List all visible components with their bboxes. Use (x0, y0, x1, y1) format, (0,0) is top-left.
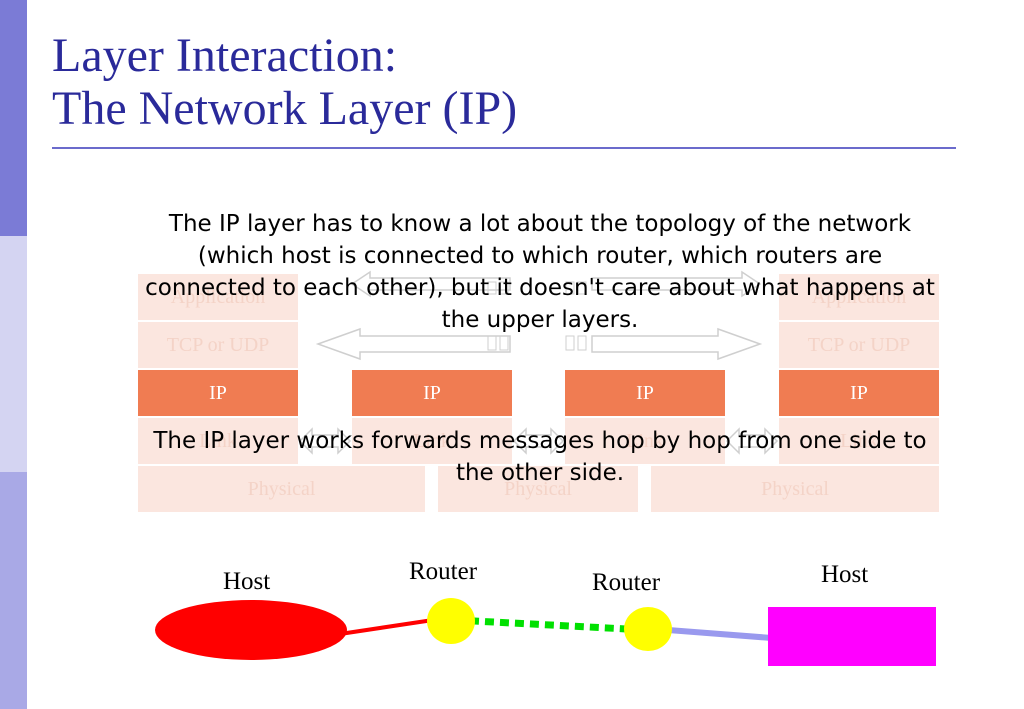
right-host-ip-box: IP (779, 370, 939, 416)
application-arrow-left (350, 270, 511, 298)
placeholder-glyph (577, 281, 587, 295)
transport-arrow-left (315, 327, 511, 361)
left-host-application-box: Application (138, 274, 298, 320)
placeholder-glyph (499, 335, 509, 351)
sidebar-band-top (0, 0, 27, 236)
right-host-application-box: Application (779, 274, 939, 320)
placeholder-glyph (499, 281, 509, 295)
router2-ip-box: IP (565, 370, 725, 416)
right-host-label: Host (821, 561, 869, 588)
router1-shape (427, 598, 475, 644)
left-host-label: Host (223, 568, 271, 595)
left-host-shape (155, 600, 347, 660)
link-arrow-1 (298, 427, 352, 455)
placeholder-glyph (487, 335, 497, 351)
slide-title-line-2: The Network Layer (IP) (52, 82, 518, 135)
router1-link-box: Link (352, 418, 512, 464)
left-host-ip-box: IP (138, 370, 298, 416)
router2-shape (624, 607, 672, 651)
router-router-link (454, 616, 647, 634)
slide-title-line-1: Layer Interaction: (52, 29, 398, 82)
router-host-link (667, 627, 773, 641)
placeholder-glyph (487, 281, 497, 295)
right-host-link-box: Link (779, 418, 939, 464)
router2-link-box: Link (565, 418, 725, 464)
left-host-link-box: Link (138, 418, 298, 464)
title-underline (52, 147, 956, 149)
host-router-link (339, 618, 434, 636)
application-arrow-right (591, 270, 762, 298)
right-host-transport-box: TCP or UDP (779, 322, 939, 368)
link-arrow-2 (512, 427, 565, 455)
hop-by-hop-text: The IP layer works forwards messages hop… (153, 428, 927, 486)
sidebar-band-bottom (0, 472, 27, 709)
placeholder-glyph (565, 281, 575, 295)
left-host-transport-box: TCP or UDP (138, 322, 298, 368)
placeholder-glyph (565, 335, 575, 351)
physical-box-left: Physical (138, 466, 425, 512)
router2-label: Router (592, 569, 661, 596)
sidebar-band-middle (0, 236, 27, 472)
placeholder-glyph (577, 335, 587, 351)
transport-arrow-right (591, 327, 763, 361)
physical-box-right: Physical (651, 466, 939, 512)
right-host-shape (768, 607, 936, 666)
topology-explanation-text: The IP layer has to know a lot about the… (145, 211, 935, 333)
link-arrow-3 (725, 427, 779, 455)
router1-label: Router (409, 558, 478, 585)
physical-box-middle: Physical (438, 466, 638, 512)
router1-ip-box: IP (352, 370, 512, 416)
